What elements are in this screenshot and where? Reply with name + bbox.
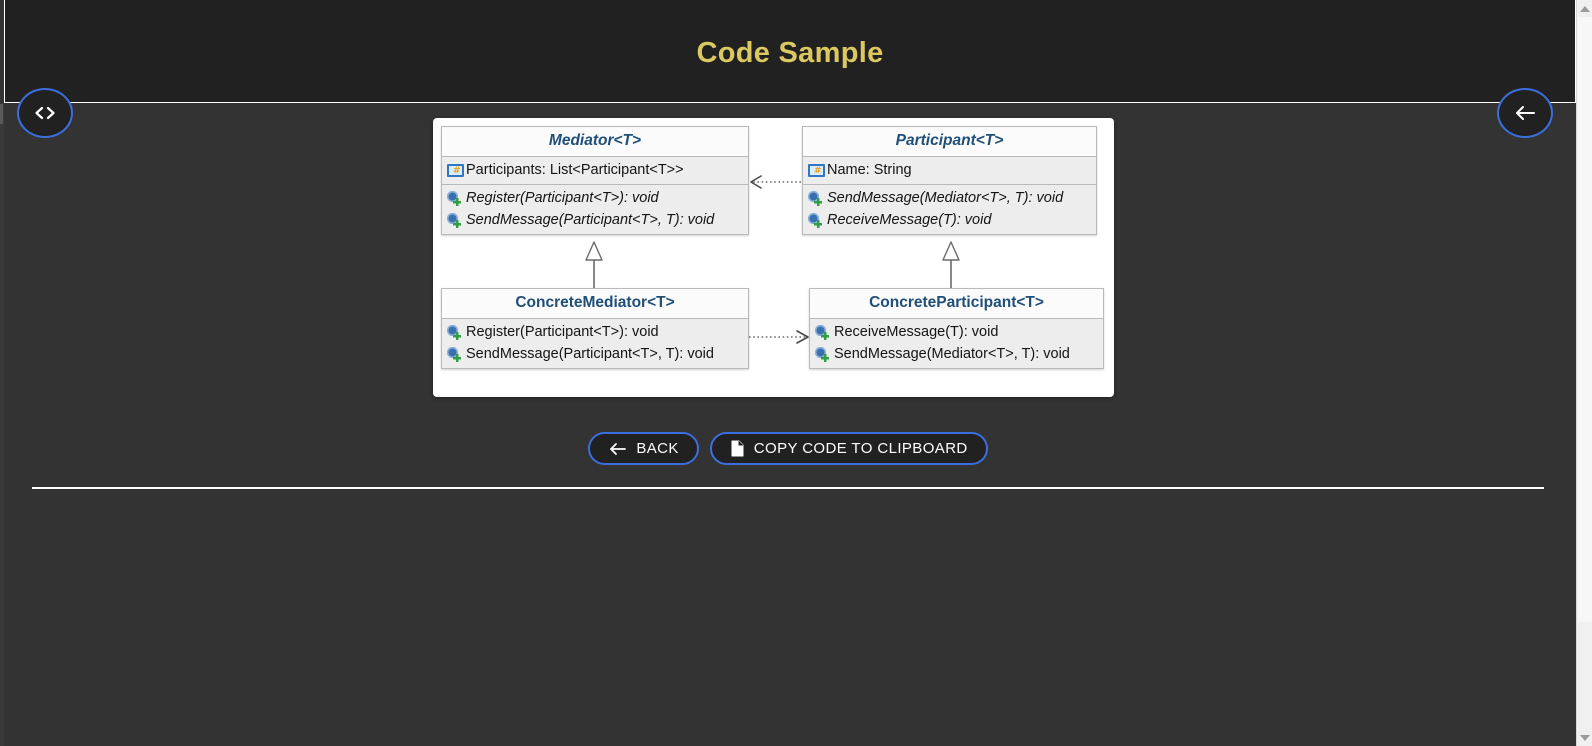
- uml-methods-section: SendMessage(Mediator<T>, T): void Receiv…: [803, 184, 1096, 234]
- scrollbar-up-button[interactable]: [1577, 0, 1592, 17]
- uml-class-concrete-participant[interactable]: ConcreteParticipant<T> ReceiveMessage(T)…: [809, 288, 1104, 369]
- scrollbar-down-button[interactable]: [1577, 729, 1592, 746]
- uml-method-label: ReceiveMessage(T): void: [834, 324, 999, 340]
- field-icon: [447, 163, 464, 178]
- uml-methods-section: Register(Participant<T>): void SendMessa…: [442, 319, 748, 368]
- action-button-row: BACK COPY CODE TO CLIPBOARD: [0, 432, 1576, 465]
- uml-method-label: SendMessage(Participant<T>, T): void: [466, 212, 715, 228]
- method-icon: [815, 346, 831, 362]
- method-icon: [447, 190, 463, 206]
- uml-field-label: Participants: List<Participant<T>>: [466, 162, 684, 178]
- uml-class-mediator[interactable]: Mediator<T> Participants: List<Participa…: [441, 126, 749, 235]
- uml-method-row: SendMessage(Mediator<T>, T): void: [810, 343, 1103, 365]
- field-icon: [808, 163, 825, 178]
- uml-method-row: Register(Participant<T>): void: [442, 321, 748, 343]
- method-icon: [815, 324, 831, 340]
- method-icon: [447, 346, 463, 362]
- uml-connectors: [585, 175, 960, 344]
- document-copy-icon: [730, 440, 745, 457]
- back-button[interactable]: BACK: [588, 432, 699, 465]
- uml-fields-section: Name: String: [803, 157, 1096, 184]
- copy-code-button[interactable]: COPY CODE TO CLIPBOARD: [709, 432, 988, 465]
- scrollbar-thumb[interactable]: [1578, 17, 1592, 622]
- uml-class-title: Mediator<T>: [442, 127, 748, 157]
- page-header: Code Sample: [4, 0, 1576, 103]
- uml-method-row: SendMessage(Participant<T>, T): void: [442, 343, 748, 365]
- back-navigation-button[interactable]: [1497, 88, 1553, 138]
- arrow-left-icon: [608, 442, 627, 456]
- uml-method-row: ReceiveMessage(T): void: [803, 209, 1096, 231]
- code-icon: [33, 105, 57, 121]
- method-icon: [808, 190, 824, 206]
- uml-class-title: ConcreteParticipant<T>: [810, 289, 1103, 319]
- uml-method-label: SendMessage(Mediator<T>, T): void: [834, 346, 1070, 362]
- uml-class-title: Participant<T>: [803, 127, 1096, 157]
- uml-methods-section: Register(Participant<T>): void SendMessa…: [442, 184, 748, 234]
- uml-field-row: Name: String: [803, 159, 1096, 181]
- uml-method-row: SendMessage(Participant<T>, T): void: [442, 209, 748, 231]
- uml-method-label: Register(Participant<T>): void: [466, 190, 659, 206]
- page-title: Code Sample: [696, 36, 884, 69]
- uml-method-label: Register(Participant<T>): void: [466, 324, 659, 340]
- triangle-up-icon: [1580, 5, 1590, 12]
- code-toggle-button[interactable]: [17, 88, 73, 138]
- uml-class-concrete-mediator[interactable]: ConcreteMediator<T> Register(Participant…: [441, 288, 749, 369]
- uml-method-row: SendMessage(Mediator<T>, T): void: [803, 187, 1096, 209]
- uml-methods-section: ReceiveMessage(T): void SendMessage(Medi…: [810, 319, 1103, 368]
- uml-class-title: ConcreteMediator<T>: [442, 289, 748, 319]
- method-icon: [808, 212, 824, 228]
- uml-fields-section: Participants: List<Participant<T>>: [442, 157, 748, 184]
- uml-method-label: SendMessage(Mediator<T>, T): void: [827, 190, 1064, 206]
- uml-class-participant[interactable]: Participant<T> Name: String SendMessage(…: [802, 126, 1097, 235]
- uml-method-label: SendMessage(Participant<T>, T): void: [466, 346, 714, 362]
- triangle-down-icon: [1580, 734, 1590, 741]
- back-button-label: BACK: [636, 440, 679, 457]
- copy-code-button-label: COPY CODE TO CLIPBOARD: [753, 440, 968, 457]
- uml-field-label: Name: String: [827, 162, 912, 178]
- uml-method-row: Register(Participant<T>): void: [442, 187, 748, 209]
- uml-diagram-card: Mediator<T> Participants: List<Participa…: [433, 118, 1114, 397]
- page-left-edge-highlight: [0, 104, 3, 124]
- page-left-edge: [0, 103, 4, 746]
- vertical-scrollbar[interactable]: [1576, 0, 1592, 746]
- uml-method-row: ReceiveMessage(T): void: [810, 321, 1103, 343]
- arrow-left-icon: [1513, 104, 1537, 122]
- uml-method-label: ReceiveMessage(T): void: [827, 212, 992, 228]
- uml-field-row: Participants: List<Participant<T>>: [442, 159, 748, 181]
- content-divider: [32, 487, 1544, 489]
- method-icon: [447, 212, 463, 228]
- method-icon: [447, 324, 463, 340]
